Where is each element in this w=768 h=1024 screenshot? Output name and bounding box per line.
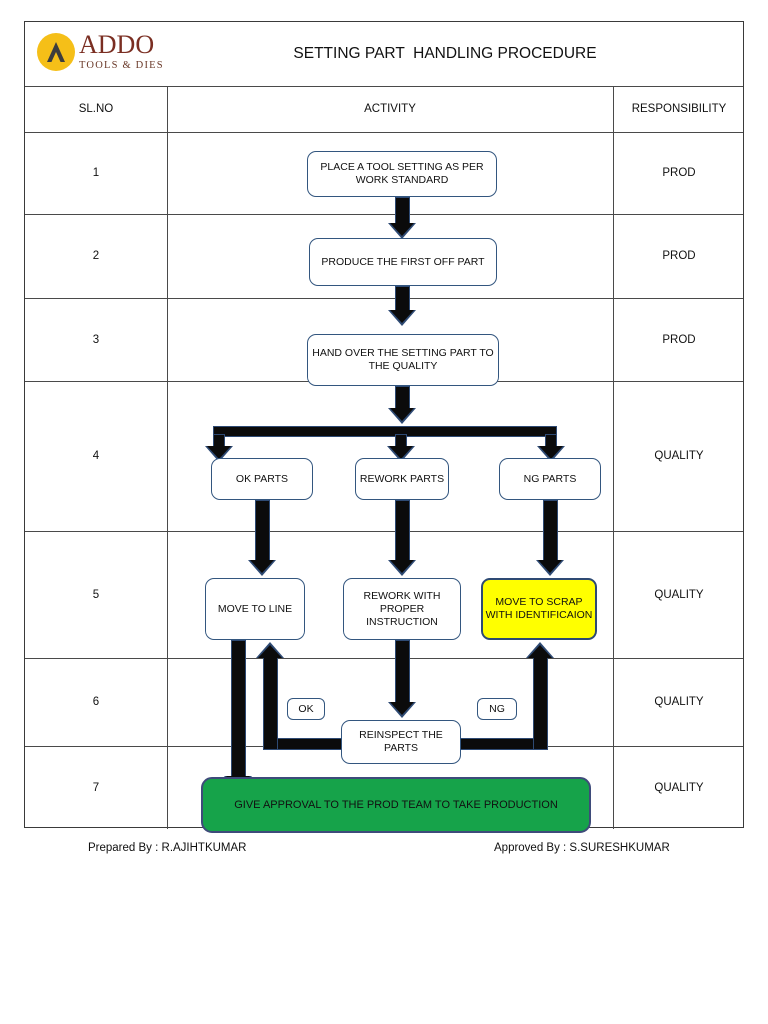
logo-chevron-cutout-icon — [51, 52, 61, 63]
column-header-activity: ACTIVITY — [364, 103, 416, 115]
cell-responsibility-1: PROD — [662, 167, 696, 179]
column-header-responsibility: RESPONSIBILITY — [631, 103, 727, 115]
column-header-slno: SL.NO — [78, 103, 114, 115]
divider-col-slno — [167, 86, 168, 829]
company-logo: ADDO TOOLS & DIES — [37, 30, 187, 78]
document-header: ADDO TOOLS & DIES SETTING PART HANDLING … — [25, 22, 743, 86]
divider-row-1 — [25, 214, 743, 215]
logo-wordmark: ADDO — [79, 30, 155, 59]
flow-node-rework-instruction[interactable]: REWORK WITH PROPER INSTRUCTION — [343, 578, 461, 640]
divider-col-activity — [613, 86, 614, 829]
flow-node-rework-parts[interactable]: REWORK PARTS — [355, 458, 449, 500]
connector-rework-to-instruction — [395, 500, 410, 566]
logo-tagline: TOOLS & DIES — [79, 60, 164, 71]
flow-node-move-to-scrap[interactable]: MOVE TO SCRAP WITH IDENTIFICAION — [481, 578, 597, 640]
flow-node-give-approval[interactable]: GIVE APPROVAL TO THE PROD TEAM TO TAKE P… — [201, 777, 591, 833]
flow-node-produce-first-off[interactable]: PRODUCE THE FIRST OFF PART — [309, 238, 497, 286]
flow-node-hand-over-setting[interactable]: HAND OVER THE SETTING PART TO THE QUALIT… — [307, 334, 499, 386]
cell-slno-7: 7 — [92, 781, 100, 794]
connector-split-bus — [213, 426, 557, 437]
divider-row-4 — [25, 531, 743, 532]
connector-move-line-to-approval — [231, 640, 246, 782]
flow-node-ok-parts[interactable]: OK PARTS — [211, 458, 313, 500]
cell-responsibility-3: PROD — [662, 333, 696, 346]
connector-reinspect-ng-vertical — [533, 654, 548, 750]
flow-node-ng-parts[interactable]: NG PARTS — [499, 458, 601, 500]
logo-text: ADDO TOOLS & DIES — [79, 32, 164, 72]
cell-slno-2: 2 — [92, 250, 100, 262]
procedure-document: ADDO TOOLS & DIES SETTING PART HANDLING … — [24, 21, 744, 833]
cell-slno-6: 6 — [92, 696, 100, 708]
flow-node-move-to-line[interactable]: MOVE TO LINE — [205, 578, 305, 640]
divider-row-5 — [25, 658, 743, 659]
cell-responsibility-2: PROD — [662, 250, 696, 262]
cell-slno-4: 4 — [92, 450, 100, 462]
flow-node-reinspect-parts[interactable]: REINSPECT THE PARTS — [341, 720, 461, 764]
connector-instruction-to-reinspect — [395, 640, 410, 708]
connector-ok-to-move-line — [255, 500, 270, 566]
cell-responsibility-7: QUALITY — [654, 781, 704, 794]
flow-label-ng: NG — [477, 698, 517, 720]
cell-responsibility-5: QUALITY — [654, 588, 704, 601]
cell-responsibility-4: QUALITY — [654, 450, 704, 462]
document-footer: Prepared By : R.AJIHTKUMAR Approved By :… — [24, 838, 744, 864]
connector-reinspect-ok-vertical — [263, 654, 278, 750]
cell-responsibility-6: QUALITY — [654, 696, 704, 708]
approved-by-text: Approved By : S.SURESHKUMAR — [494, 842, 670, 854]
divider-colhead — [25, 132, 743, 133]
cell-slno-1: 1 — [92, 167, 100, 179]
cell-slno-3: 3 — [92, 333, 100, 346]
page-title: SETTING PART HANDLING PROCEDURE — [293, 45, 597, 62]
connector-ng-to-scrap — [543, 500, 558, 566]
activity-flowchart: PLACE A TOOL SETTING AS PER WORK STANDAR… — [167, 86, 613, 833]
prepared-by-text: Prepared By : R.AJIHTKUMAR — [88, 842, 247, 854]
flow-node-place-tool-setting[interactable]: PLACE A TOOL SETTING AS PER WORK STANDAR… — [307, 151, 497, 197]
divider-row-2 — [25, 298, 743, 299]
divider-header — [25, 86, 743, 87]
flow-label-ok: OK — [287, 698, 325, 720]
cell-slno-5: 5 — [92, 588, 100, 601]
